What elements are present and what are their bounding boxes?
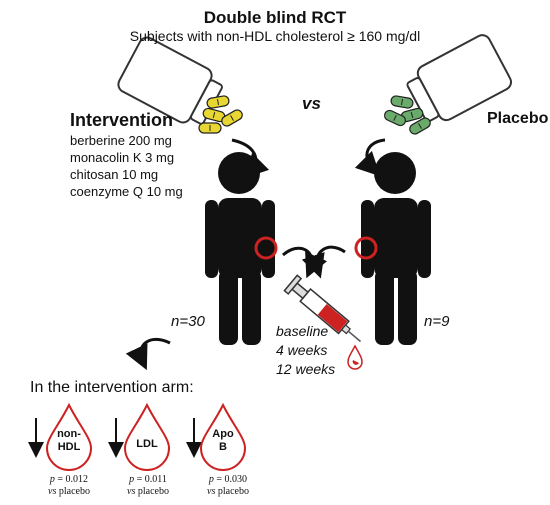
result-ldl-pvalue: p = 0.011 vs placebo xyxy=(127,474,169,497)
placebo-sampling-site-marker xyxy=(354,236,378,260)
syringe-icon xyxy=(283,274,362,343)
to-syringe-arrow-left-icon xyxy=(282,246,328,279)
sampling-timepoints: baseline 4 weeks 12 weeks xyxy=(276,322,335,379)
to-syringe-arrow-right-icon xyxy=(301,245,346,279)
result-ldl-label: LDL xyxy=(136,438,158,450)
timepoint: 12 weeks xyxy=(276,361,336,377)
intervention-sampling-site-marker xyxy=(254,236,278,260)
intervention-bottle-icon xyxy=(117,36,223,125)
to-results-arrow-icon xyxy=(125,337,171,371)
intervention-pills-icon xyxy=(198,95,243,134)
intervention-title: Intervention xyxy=(70,110,174,130)
placebo-arrow-icon xyxy=(354,138,386,177)
timepoint: 4 weeks xyxy=(276,342,328,358)
placebo-n: n=9 xyxy=(424,313,450,330)
intervention-compounds: berberine 200 mg monacolin K 3 mg chitos… xyxy=(70,132,183,200)
result-drop-icon xyxy=(199,402,247,471)
timepoint: baseline xyxy=(276,323,329,339)
pill-icon xyxy=(383,109,407,127)
pill-icon xyxy=(221,109,243,127)
pill-icon xyxy=(400,107,424,123)
diagram-title: Double blind RCT xyxy=(203,8,347,27)
result-drop-icon xyxy=(123,402,171,471)
diagram-subtitle: Subjects with non-HDL cholesterol ≥ 160 … xyxy=(129,28,421,44)
pill-icon xyxy=(409,117,431,135)
compound-item: berberine 200 mg xyxy=(70,133,172,148)
compound-item: monacolin K 3 mg xyxy=(70,150,175,165)
intervention-n: n=30 xyxy=(171,313,205,330)
results-header: In the intervention arm: xyxy=(30,379,194,396)
result-nonhdl-label: non- HDL xyxy=(57,428,81,453)
result-apob-label: Apo B xyxy=(212,428,234,453)
blood-drop-icon xyxy=(347,344,363,370)
compound-item: chitosan 10 mg xyxy=(70,167,159,182)
pill-icon xyxy=(206,95,230,109)
placebo-bottle-icon xyxy=(406,34,512,123)
result-drop-icon xyxy=(45,402,93,471)
pill-icon xyxy=(198,122,222,134)
placebo-title: Placebo xyxy=(487,110,549,127)
result-nonhdl-pvalue: p = 0.012 vs placebo xyxy=(48,474,90,497)
result-apob-pvalue: p = 0.030 vs placebo xyxy=(207,474,249,497)
compound-item: coenzyme Q 10 mg xyxy=(70,184,183,199)
placebo-pills-icon xyxy=(383,95,431,135)
pill-icon xyxy=(390,95,414,109)
placebo-person-icon xyxy=(361,152,431,345)
intervention-person-icon xyxy=(205,152,275,345)
vs-label: vs xyxy=(302,94,321,113)
pill-icon xyxy=(202,107,226,123)
